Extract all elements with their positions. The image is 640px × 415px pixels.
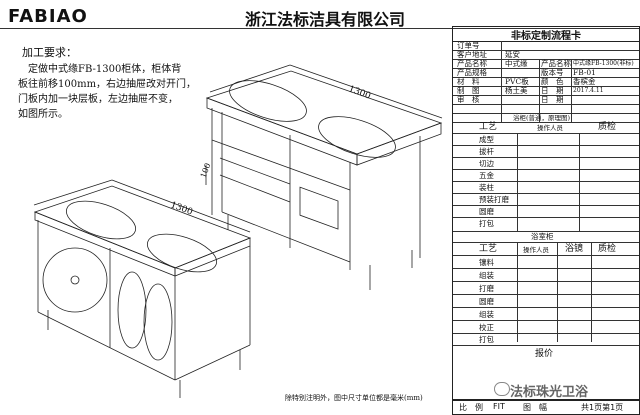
header-process-2: 工艺 xyxy=(479,244,498,254)
watermark-text: 法标珠光卫浴 xyxy=(510,385,589,400)
header-quality: 质检 xyxy=(598,122,617,132)
unit-note: 除特别注明外，图中尺寸单位都是毫米(mm) xyxy=(285,394,423,402)
value-drawing: 杨土美 xyxy=(505,86,528,95)
step-item: 打包 xyxy=(479,219,494,228)
step-item: 组装 xyxy=(479,310,494,319)
cabinet-drawing xyxy=(33,64,443,398)
header-operator: 操作人员 xyxy=(537,124,563,132)
label-product-name: 产品名称 xyxy=(457,59,487,68)
step-item: 组装 xyxy=(479,271,494,280)
step-item: 圆磨 xyxy=(479,297,494,306)
label-customer: 客户地址 xyxy=(457,50,487,59)
value-date: 2017.4.11 xyxy=(573,87,604,94)
requirements-title: 加工要求： xyxy=(22,46,77,59)
label-drawing: 制 图 xyxy=(457,86,480,95)
section-bathroom: 浴室柜 xyxy=(531,232,554,241)
header-process: 工艺 xyxy=(479,122,498,132)
footer-size-label: 图 幅 xyxy=(523,403,547,412)
value-material: PVC板 xyxy=(505,77,529,86)
footer-scale-label: 比 例 xyxy=(459,403,483,412)
brand-logo: FABIAO xyxy=(8,6,88,27)
footer-page: 共1页第1页 xyxy=(581,403,624,412)
value-color: 香槟金 xyxy=(573,77,596,86)
company-name: 浙江法标洁具有限公司 xyxy=(245,10,406,29)
label-product-type: 产品名称 xyxy=(541,59,571,68)
step-item: 拔杆 xyxy=(479,147,494,156)
label-material: 材 料 xyxy=(457,77,480,86)
step-item: 校正 xyxy=(479,323,494,332)
value-product-type: 中式缘FB-1300(非标) xyxy=(573,60,634,67)
step-item: 切边 xyxy=(479,159,494,168)
label-order-no: 订单号 xyxy=(457,41,480,50)
process-card: 非标定制流程卡 订单号 客户地址 延安 产品名称 中式缘 产品名称 中式缘FB-… xyxy=(452,26,640,400)
step-item: 五金 xyxy=(479,171,494,180)
step-item: 打磨 xyxy=(479,284,494,293)
label-color: 颜 色 xyxy=(541,77,564,86)
header-divider xyxy=(0,28,640,29)
requirement-line: 门板内加一块层板，左边抽屉不变， xyxy=(18,94,178,105)
wechat-icon xyxy=(494,382,510,396)
footer-scale-value: FIT xyxy=(493,402,505,411)
label-date2: 日 期 xyxy=(541,95,564,104)
header-finish: 浴镜 xyxy=(565,244,584,254)
step-item: 打包 xyxy=(479,335,494,344)
label-version: 版本号 xyxy=(541,68,564,77)
section-cabinet: 浴柜(普通，原理图) xyxy=(513,114,571,122)
header-quality-2: 质检 xyxy=(598,244,617,254)
label-review: 审 核 xyxy=(457,95,480,104)
value-version: FB-01 xyxy=(573,68,596,77)
header-operator-2: 操作人员 xyxy=(523,246,549,254)
label-date: 日 期 xyxy=(541,86,564,95)
price-label: 报价 xyxy=(535,349,554,359)
label-spec: 产品规格 xyxy=(457,68,487,77)
value-product-name: 中式缘 xyxy=(505,59,528,68)
value-customer: 延安 xyxy=(505,50,520,59)
requirement-line: 板往前移100mm，右边抽屉改对开门， xyxy=(18,79,197,90)
step-item: 圆磨 xyxy=(479,207,494,216)
step-item: 装柱 xyxy=(479,183,494,192)
card-title: 非标定制流程卡 xyxy=(453,27,639,42)
step-item: 镶料 xyxy=(479,258,494,267)
requirement-line: 如图所示。 xyxy=(18,109,68,120)
requirement-line: 定做中式缘FB-1300柜体，柜体背 xyxy=(28,64,182,75)
footer-bar: 比 例 FIT 图 幅 共1页第1页 xyxy=(452,400,640,415)
step-item: 成型 xyxy=(479,135,494,144)
step-item: 预装打磨 xyxy=(479,195,509,204)
